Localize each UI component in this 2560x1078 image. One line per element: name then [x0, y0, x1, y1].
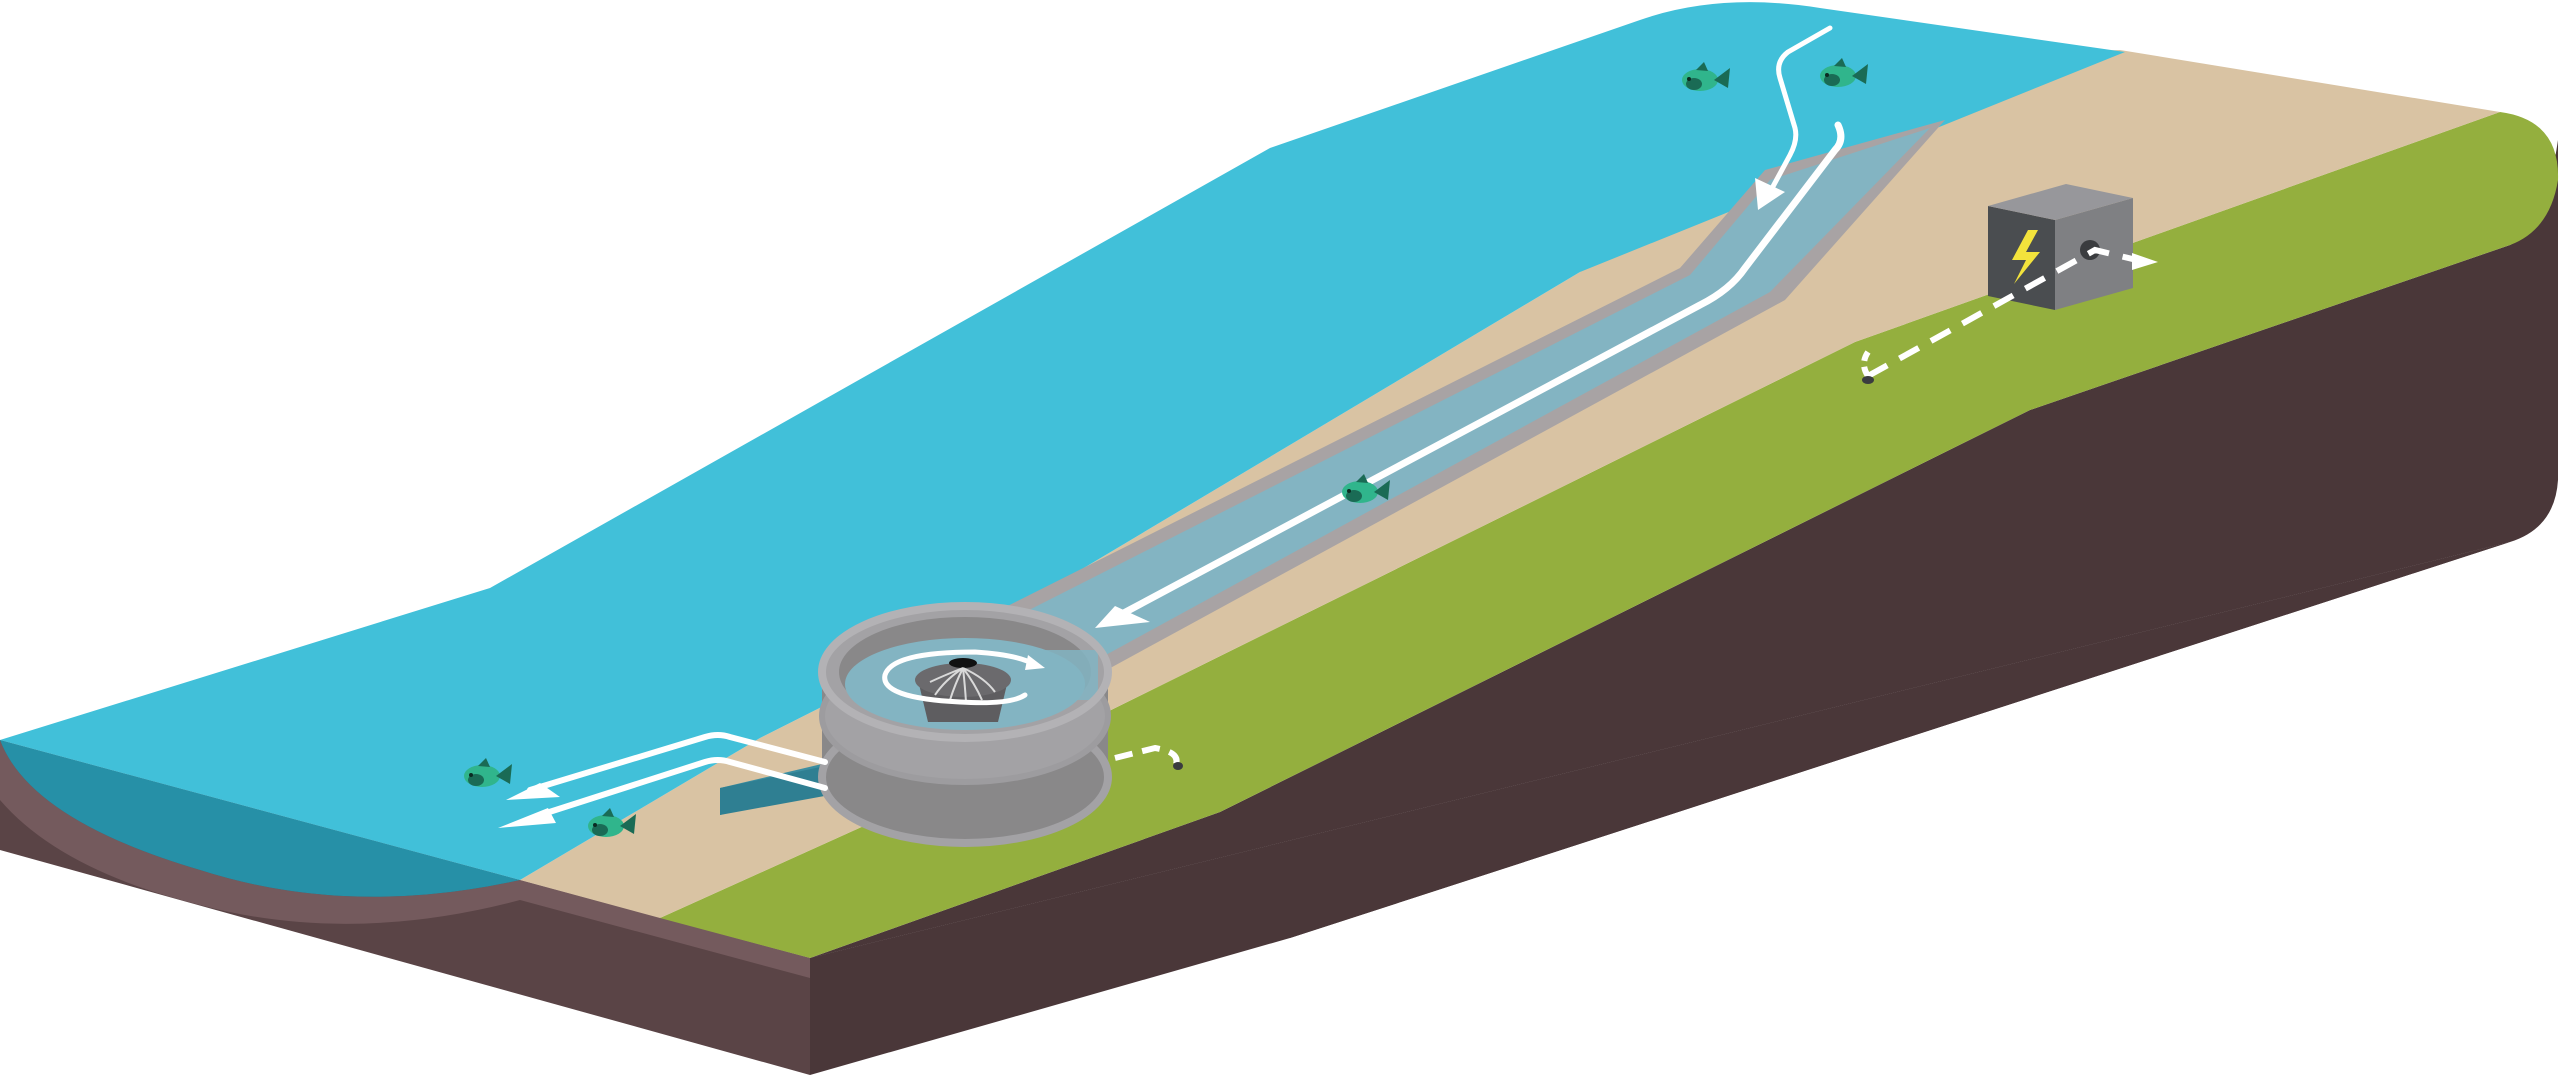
soil-bottom-front — [810, 542, 2510, 1075]
cable-end-left — [1862, 376, 1874, 384]
power-cable-dashed — [1114, 246, 2146, 765]
fish-icon — [1682, 62, 1730, 91]
cable-end-right — [1173, 762, 1183, 770]
riverbed-cut — [0, 740, 520, 924]
vortex-swirl-arrowhead — [1025, 655, 1045, 670]
generator-box — [1988, 184, 2133, 310]
return-flow-arrowhead-upper — [506, 783, 560, 800]
river-deep-section — [0, 740, 520, 897]
soil-left-lip — [520, 880, 810, 978]
vortex-swirl-arrow — [882, 649, 1038, 706]
inflow-arrow — [1767, 25, 1833, 195]
grass-field — [660, 112, 2559, 958]
inflow-arrowhead — [1755, 178, 1785, 210]
fish-icon — [1342, 474, 1390, 503]
river-water — [0, 2, 2125, 880]
channel-flow-arrowhead — [1095, 606, 1150, 628]
fish-icon — [588, 808, 636, 837]
fish-icon — [1820, 58, 1868, 87]
return-flow-arrowhead-lower — [498, 808, 556, 828]
cable-arrowhead — [2132, 253, 2158, 270]
lightning-bolt-icon — [2012, 230, 2040, 284]
channel-flow-arrow — [1116, 121, 1845, 619]
fish-icon — [464, 758, 512, 787]
return-flow-arrow — [527, 732, 828, 818]
vortex-turbine-basin — [818, 602, 1112, 847]
soil-front-face — [810, 140, 2558, 958]
